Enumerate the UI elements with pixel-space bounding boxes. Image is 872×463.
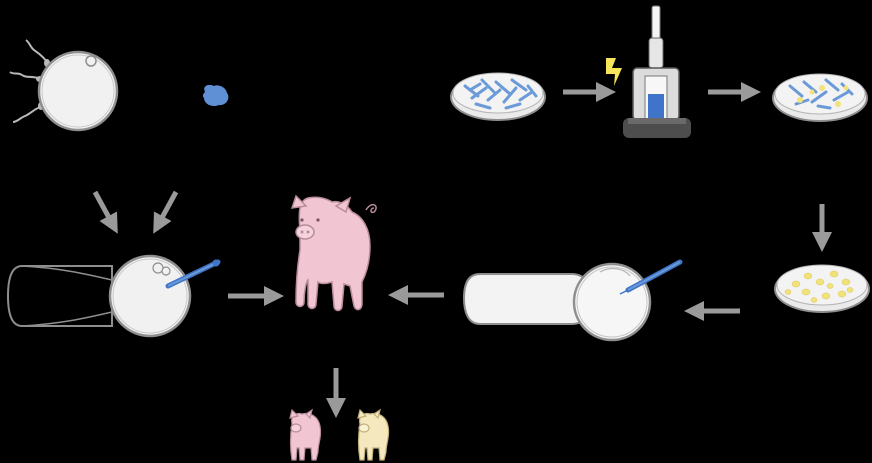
- cells-in-dish: [451, 73, 545, 120]
- oocyte-icon: [39, 52, 117, 130]
- nuclear-transfer-left: [8, 256, 220, 336]
- electroporator-icon: [606, 6, 691, 138]
- oocyte-with-sperm: [10, 40, 117, 130]
- transfected-dish: [773, 74, 867, 121]
- pig-icon: [292, 196, 376, 311]
- donor-cell-icon: [203, 85, 229, 106]
- selected-colonies-dish: [775, 265, 869, 312]
- arrow-down-left-2: [158, 192, 176, 225]
- piglet-icon-pink: [290, 410, 321, 460]
- arrow-down-left-1: [95, 192, 113, 225]
- piglet-icon-yellow: [358, 410, 389, 460]
- nuclear-transfer-right: [464, 262, 680, 340]
- lightning-icon: [606, 58, 622, 86]
